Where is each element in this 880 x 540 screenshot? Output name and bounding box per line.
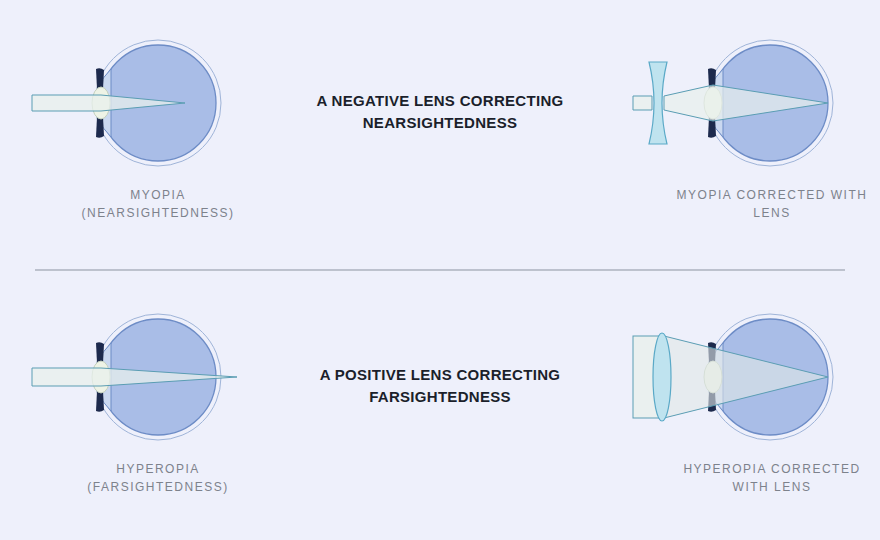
divider-line — [35, 270, 845, 271]
figure-caption: MYOPIA (NEARSIGHTEDNESS) — [68, 186, 248, 222]
light-beam — [32, 95, 185, 111]
figure-caption: HYPEROPIA CORRECTED WITH LENS — [672, 460, 872, 496]
figure-caption: HYPEROPIA (FARSIGHTEDNESS) — [63, 460, 253, 496]
convex-lens — [653, 333, 671, 421]
light-beam — [664, 85, 828, 121]
light-beam — [664, 336, 828, 418]
section-heading: A NEGATIVE LENS CORRECTING NEARSIGHTEDNE… — [290, 90, 590, 134]
section-heading: A POSITIVE LENS CORRECTING FARSIGHTEDNES… — [290, 364, 590, 408]
light-beam — [633, 96, 652, 110]
light-beam — [32, 368, 237, 386]
figure-caption: MYOPIA CORRECTED WITH LENS — [672, 186, 872, 222]
